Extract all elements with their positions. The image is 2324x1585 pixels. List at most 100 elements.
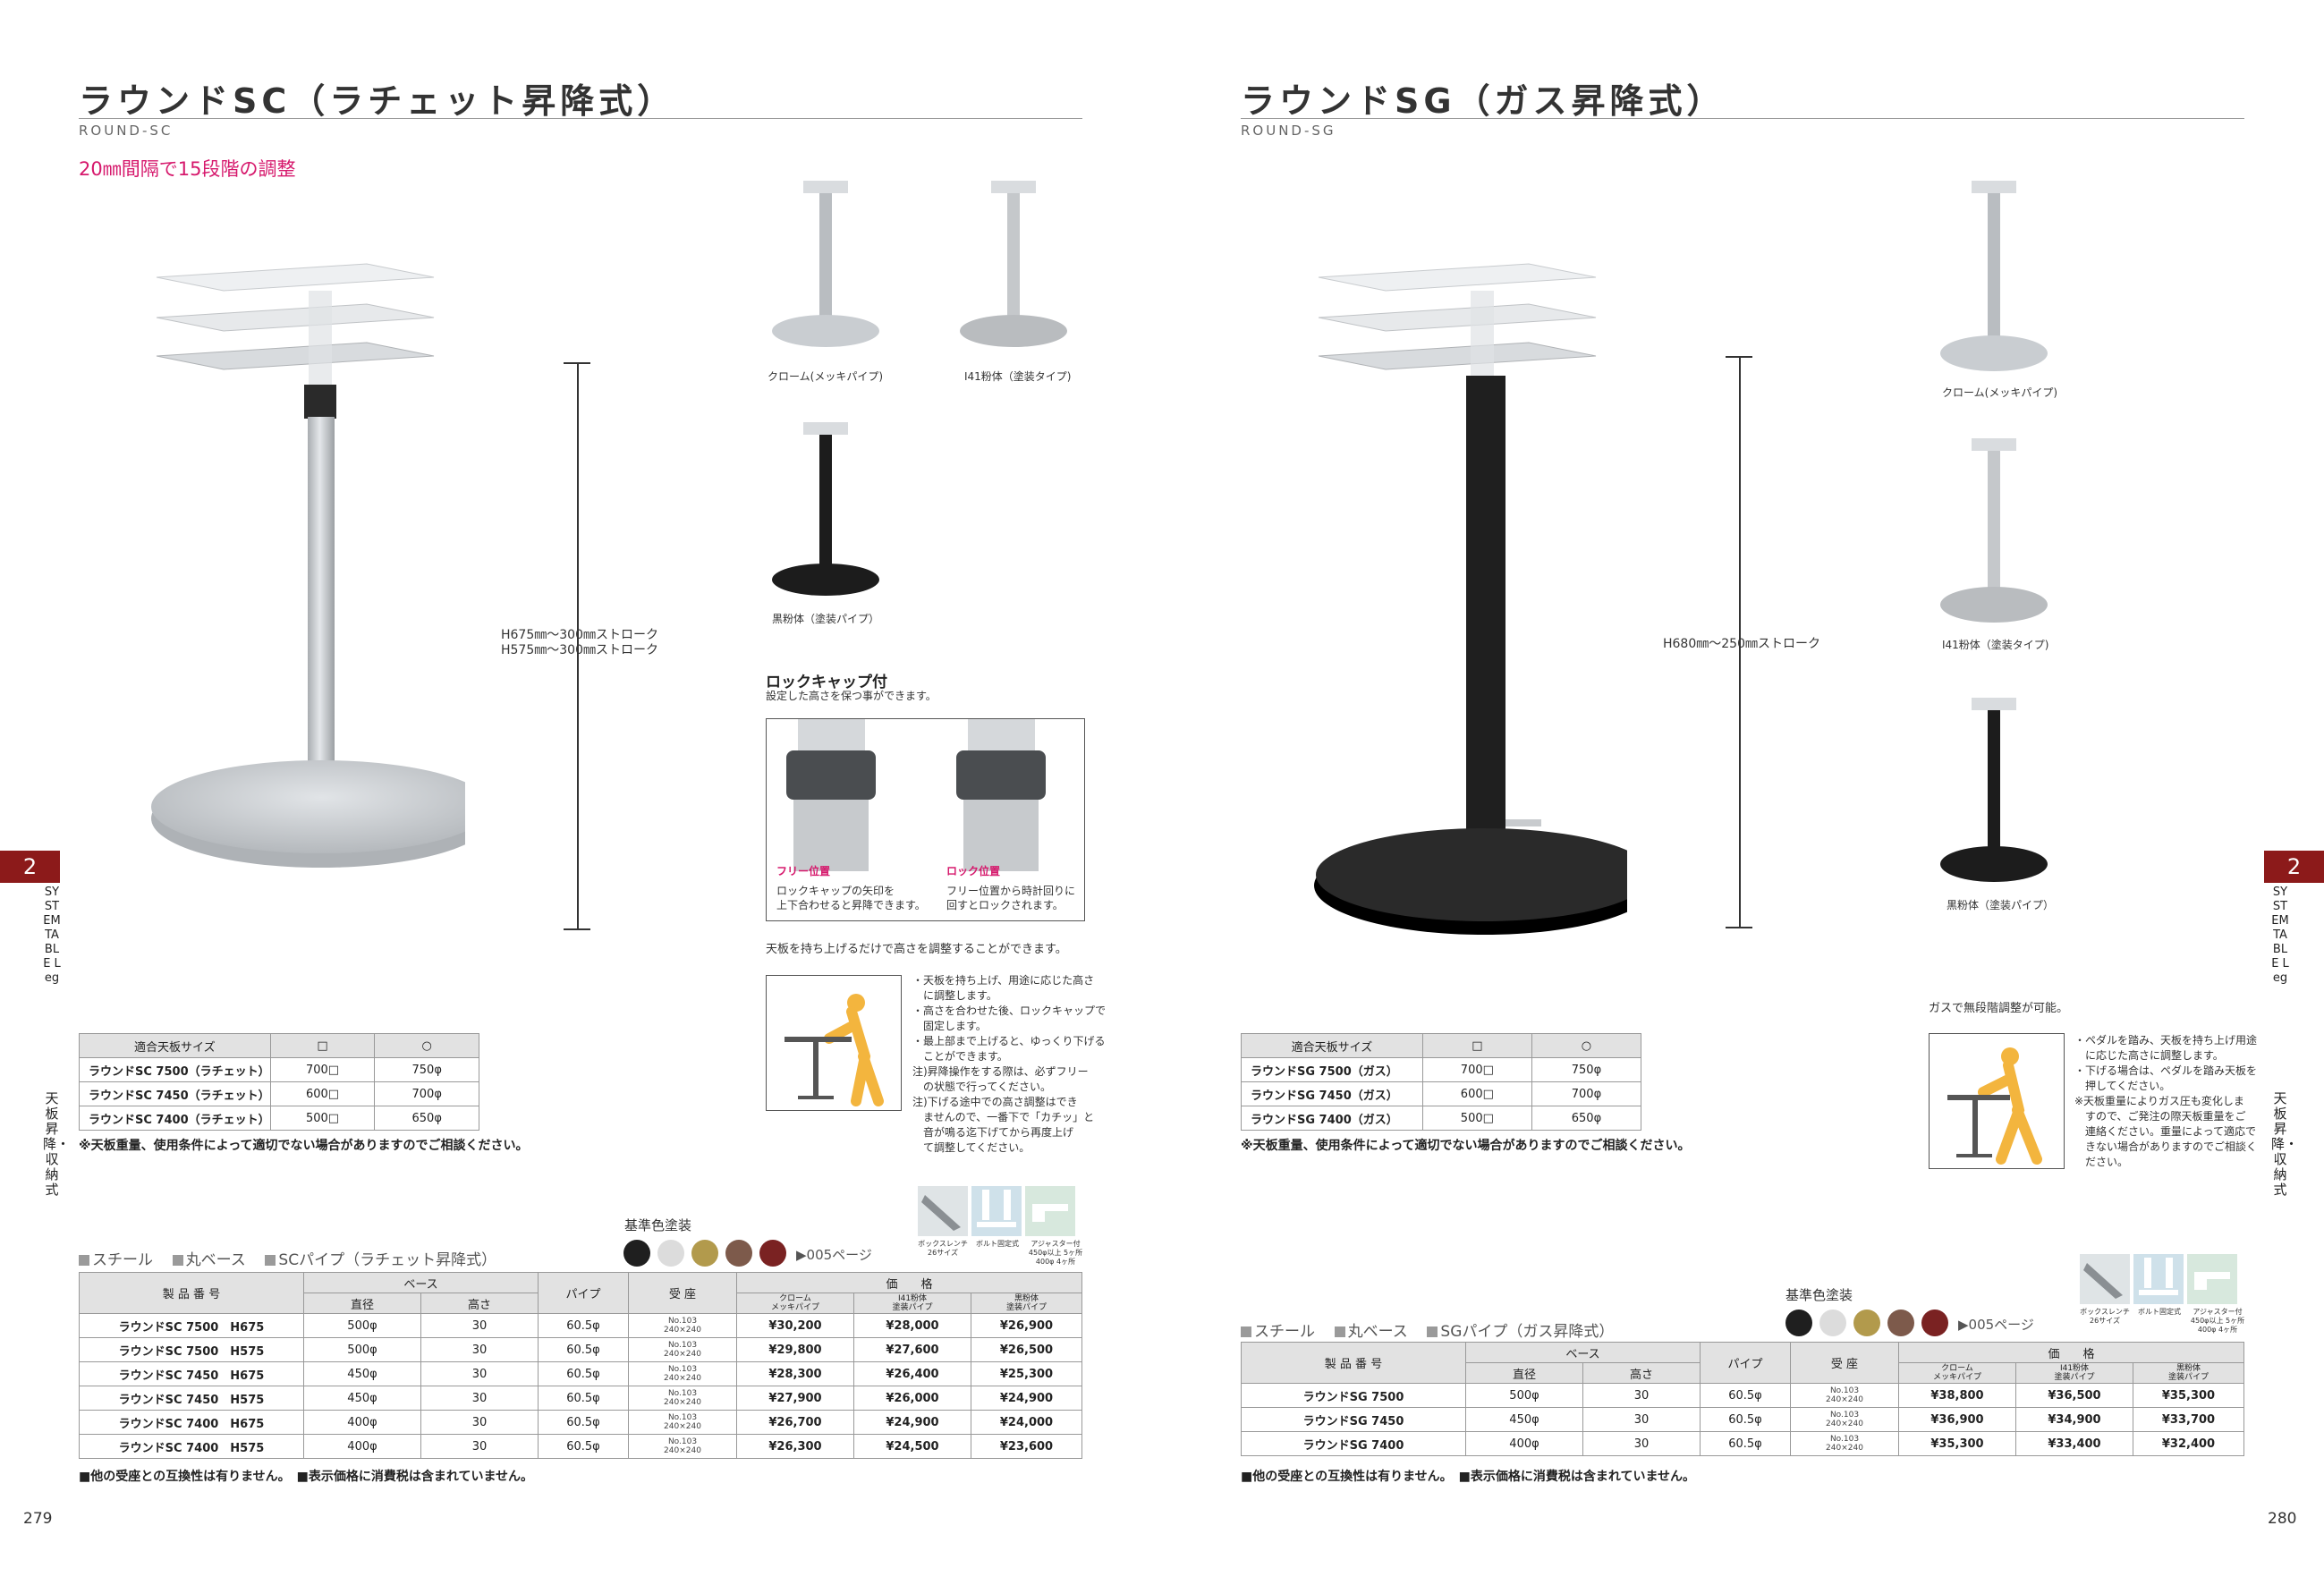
color-swatch-red xyxy=(1921,1310,1948,1336)
footnote: ■他の受座との互換性は有りません。 ■表示価格に消費税は含まれていません。 xyxy=(1241,1470,1696,1484)
page-subtitle: ROUND-SC xyxy=(79,123,174,139)
color-title: 基準色塗装 xyxy=(1785,1287,1853,1303)
materials-row: スチール 丸ベース SCパイプ（ラチェット昇降式） xyxy=(79,1247,496,1269)
tabletop-size-table: 適合天板サイズ □ ○ ラウンドSC 7500（ラチェット） 700□ 750φ… xyxy=(79,1033,479,1131)
col-seat: 受 座 xyxy=(1790,1342,1899,1384)
box-wrench-icon xyxy=(918,1186,968,1236)
col-base: ベース xyxy=(303,1272,539,1293)
box-wrench-icon xyxy=(2080,1254,2130,1304)
variant-i41-image xyxy=(960,181,1067,347)
table-row: ラウンドSG 7500（ガス） 700□ 750φ xyxy=(1241,1057,1642,1082)
variant-chrome-label: クローム(メッキパイプ) xyxy=(768,370,884,383)
variant-black-image xyxy=(772,422,879,596)
gas-note: ※天板重量によりガス圧も変化しま xyxy=(2074,1095,2244,1107)
color-swatch-gold xyxy=(1853,1310,1880,1336)
material-steel: スチール xyxy=(1254,1323,1315,1341)
main-product-image xyxy=(1314,263,1627,935)
bolt-fixed-icon xyxy=(2133,1254,2184,1304)
size-model: ラウンドSC 7450（ラチェット） xyxy=(79,1081,271,1106)
lock-desc: 設定した高さを保つ事ができます。 xyxy=(766,690,937,702)
variant-black-label: 黒粉体（塗装パイプ） xyxy=(772,613,880,625)
gas-note: すので、ご発注の際天板重量をご xyxy=(2074,1110,2246,1123)
size-header: 適合天板サイズ xyxy=(1241,1033,1423,1058)
lock-lock-label: ロック位置 xyxy=(946,865,1001,877)
lock-title: ロックキャップ付 xyxy=(766,674,887,691)
bullet-square-icon xyxy=(172,1255,183,1266)
col-height: 高さ xyxy=(420,1293,539,1314)
main-product-image xyxy=(151,263,465,868)
color-page-ref[interactable]: ▶005ページ xyxy=(1958,1317,2034,1333)
size-round: 700φ xyxy=(1531,1081,1642,1106)
col-price: 価 格 xyxy=(736,1272,1082,1293)
page-number: 279 xyxy=(23,1510,53,1528)
variant-black-image xyxy=(1940,698,2048,882)
page-280: ラウンドSG（ガス昇降式） ROUND-SG H680㎜～250㎜ストローク ク… xyxy=(1162,0,2324,1585)
bullet-square-icon xyxy=(1427,1326,1438,1337)
variant-i41-image xyxy=(1940,438,2048,623)
size-header-round: ○ xyxy=(374,1033,479,1058)
product-price-table: 製 品 番 号 ベース パイプ 受 座 価 格 直径 高さ クロームメッキパイプ… xyxy=(79,1272,1082,1459)
size-header-round: ○ xyxy=(1531,1033,1642,1058)
dimension-label-1: H675㎜～300㎜ストローク xyxy=(501,628,658,642)
lift-note: ・高さを合わせた後、ロックキャップで xyxy=(912,1004,1107,1017)
material-pipe: SCパイプ（ラチェット昇降式） xyxy=(278,1251,497,1269)
color-swatch-white xyxy=(1819,1310,1846,1336)
bullet-square-icon xyxy=(1241,1326,1251,1337)
lift-note: ・天板を持ち上げ、用途に応じた高さ xyxy=(912,974,1095,987)
page-number: 280 xyxy=(2268,1510,2297,1528)
material-pipe: SGパイプ（ガス昇降式） xyxy=(1440,1323,1615,1341)
col-diameter: 直径 xyxy=(1465,1362,1583,1384)
material-base: 丸ベース xyxy=(1347,1323,1408,1341)
table-row: ラウンドSC 7400（ラチェット） 500□ 650φ xyxy=(79,1106,479,1131)
feature-lead: 20㎜間隔で15段階の調整 xyxy=(79,158,296,180)
size-round: 750φ xyxy=(1531,1057,1642,1082)
section-tab-text-jp: 天板昇降・収納式 xyxy=(2271,1090,2299,1198)
color-title: 基準色塗装 xyxy=(624,1217,692,1233)
lift-illustration xyxy=(785,994,884,1106)
size-note: ※天板重量、使用条件によって適切でない場合がありますのでご相談ください。 xyxy=(79,1139,529,1153)
col-base: ベース xyxy=(1465,1342,1701,1363)
col-price: 価 格 xyxy=(1898,1342,2244,1363)
gas-illustration-frame xyxy=(1929,1033,2065,1169)
variant-chrome-image xyxy=(1940,181,2048,371)
dimension-line xyxy=(577,362,579,930)
size-model: ラウンドSG 7450（ガス） xyxy=(1241,1081,1423,1106)
lock-lock-text-2: 回すとロックされます。 xyxy=(946,899,1064,911)
col-seat: 受 座 xyxy=(628,1272,737,1314)
lift-note: ことができます。 xyxy=(912,1050,1008,1063)
title-rule xyxy=(79,118,1082,119)
variant-i41-label: I41粉体（塗装タイプ) xyxy=(1942,639,2049,651)
gas-note: 連絡ください。重量によって適応で xyxy=(2074,1125,2257,1138)
size-header-square: □ xyxy=(269,1033,376,1058)
bullet-square-icon xyxy=(1334,1326,1345,1337)
adjuster-caption: アジャスター付 450φ以上 5ヶ所 400φ 4ヶ所 xyxy=(1028,1240,1083,1266)
dimension-label: H680㎜～250㎜ストローク xyxy=(1663,637,1820,651)
size-round: 650φ xyxy=(1531,1106,1642,1131)
color-page-ref[interactable]: ▶005ページ xyxy=(796,1247,872,1263)
dimension-label-2: H575㎜～300㎜ストローク xyxy=(501,643,658,657)
lift-note: 注)昇降操作をする際は、必ずフリー xyxy=(912,1065,1089,1078)
page-title: ラウンドSC（ラチェット昇降式） xyxy=(79,81,676,121)
size-square: 600□ xyxy=(269,1081,376,1106)
dimension-bottom-tick xyxy=(564,928,590,930)
lock-free-text-2: 上下合わせると昇降できます。 xyxy=(776,899,926,911)
col-product: 製 品 番 号 xyxy=(1241,1342,1466,1384)
section-tab-number: 2 xyxy=(0,851,60,883)
bolt-fixed-caption: ボルト固定式 xyxy=(976,1240,1019,1248)
material-base: 丸ベース xyxy=(185,1251,246,1269)
lift-note: て調整してください。 xyxy=(912,1141,1031,1154)
col-price-chrome: クロームメッキパイプ xyxy=(736,1293,854,1314)
gas-note: きない場合がありますのでご相談く xyxy=(2074,1140,2258,1153)
product-price-table: 製 品 番 号 ベース パイプ 受 座 価 格 直径 高さ クロームメッキパイプ… xyxy=(1241,1342,2244,1456)
color-swatch-red xyxy=(759,1240,786,1267)
table-row: ラウンドSC 7450（ラチェット） 600□ 700φ xyxy=(79,1081,479,1106)
size-model: ラウンドSC 7400（ラチェット） xyxy=(79,1106,271,1131)
col-price-black: 黒粉体塗装パイプ xyxy=(2133,1362,2244,1384)
adjuster-icon xyxy=(2187,1254,2237,1304)
col-diameter: 直径 xyxy=(303,1293,421,1314)
bullet-square-icon xyxy=(265,1255,276,1266)
